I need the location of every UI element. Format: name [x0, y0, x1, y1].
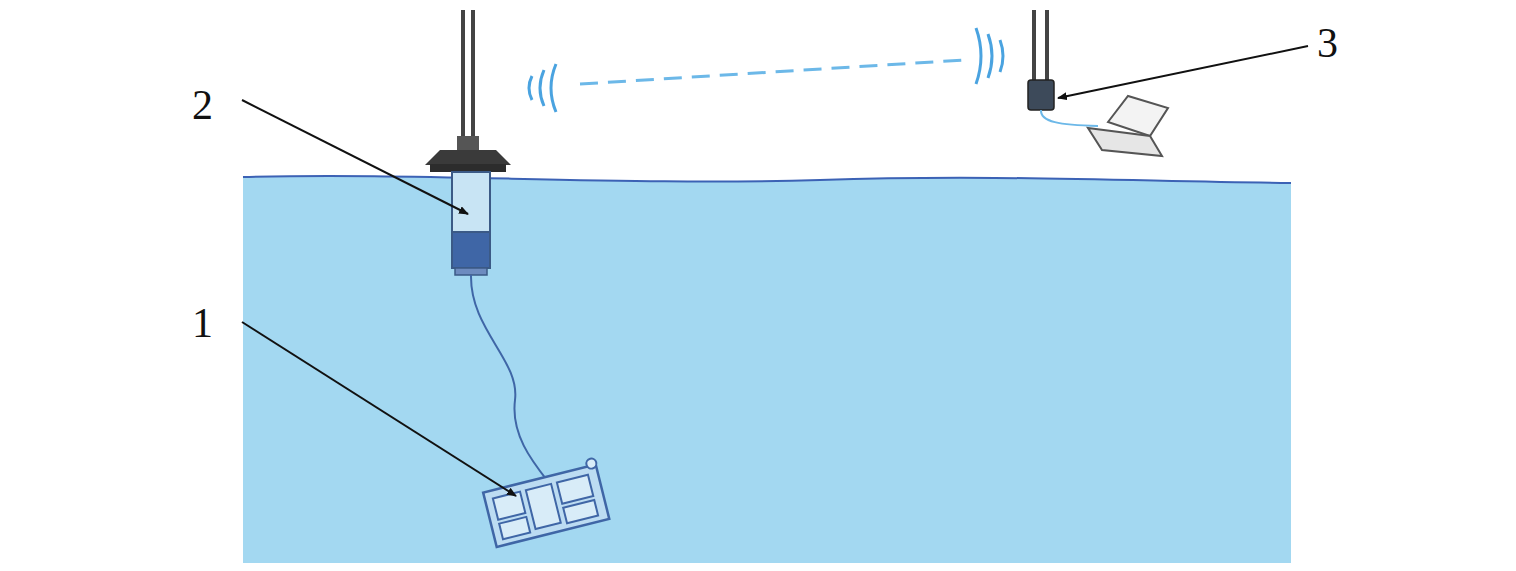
callout-number: 1 [192, 302, 213, 344]
base-station [1028, 10, 1098, 126]
leader-line [1058, 46, 1308, 98]
laptop [1088, 96, 1168, 156]
wireless-link [580, 60, 965, 84]
callout-number: 2 [192, 84, 213, 126]
leader-line [242, 100, 468, 214]
tether-cable [471, 275, 556, 492]
water [243, 176, 1291, 563]
leader-line [242, 322, 516, 496]
underwater-device [481, 457, 610, 546]
buoy [425, 10, 511, 275]
callout-number: 3 [1317, 22, 1338, 64]
radio-waves [529, 28, 1003, 112]
